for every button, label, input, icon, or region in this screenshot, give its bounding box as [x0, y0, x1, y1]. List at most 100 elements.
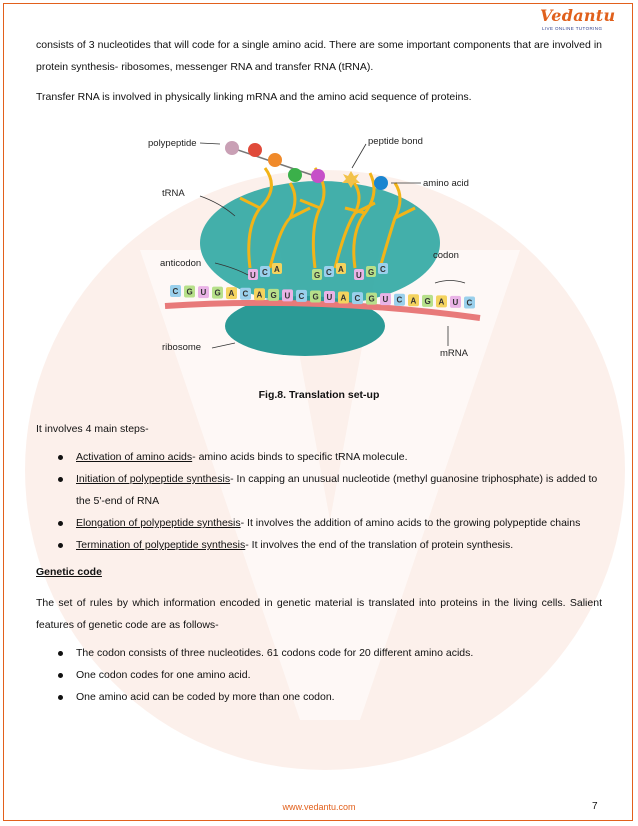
amino-acid-bead	[268, 153, 282, 167]
amino-acid-bead	[288, 168, 302, 182]
ribosome-large-subunit	[200, 181, 440, 305]
mrna-base-tile	[338, 291, 349, 304]
mrna-base-letter: A	[257, 290, 263, 299]
mrna-base-letter: G	[271, 291, 277, 300]
page-number: 7	[592, 801, 598, 812]
genetic-code-paragraph: The set of rules by which information en…	[36, 597, 602, 631]
mrna-base-tile	[310, 290, 321, 303]
label-amino-acid: amino acid	[423, 178, 469, 189]
genetic-code-item: One amino acid can be coded by more than…	[36, 686, 602, 708]
step-text: - amino acids binds to specific tRNA mol…	[192, 451, 408, 463]
label-polypeptide: polypeptide	[148, 138, 197, 149]
anticodon-base-tile	[272, 263, 282, 274]
step-item: Initiation of polypeptide synthesis- In …	[36, 468, 602, 490]
label-anticodon: anticodon	[160, 258, 201, 269]
mrna-base-tile	[408, 294, 419, 307]
mrna-base-letter: C	[355, 294, 361, 303]
mrna-base-letter: U	[327, 293, 333, 302]
trna-paragraph: Transfer RNA is involved in physically l…	[36, 91, 472, 103]
mrna-base-letter: C	[173, 287, 179, 296]
genetic-code-list: The codon consists of three nucleotides.…	[36, 642, 602, 708]
anticodon-base-letter: A	[338, 265, 344, 274]
genetic-code-item: The codon consists of three nucleotides.…	[36, 642, 602, 664]
amino-acid-bead	[374, 176, 388, 190]
genetic-code-heading: Genetic code	[36, 566, 102, 578]
anticodon-base-letter: G	[368, 268, 374, 277]
step-term: Termination of polypeptide synthesis	[76, 539, 246, 551]
step-text: the 5'-end of RNA	[76, 495, 160, 507]
amino-acid-bead	[248, 143, 262, 157]
figure-caption: Fig.8. Translation set-up	[258, 389, 380, 401]
mrna-base-letter: U	[201, 288, 207, 297]
anticodon-base-tile	[260, 266, 270, 277]
mrna-base-letter: G	[369, 295, 375, 304]
label-trna: tRNA	[162, 188, 185, 199]
ribosome-small-subunit	[225, 296, 385, 356]
step-term: Activation of amino acids	[76, 451, 193, 463]
genetic-code-text: The codon consists of three nucleotides.…	[76, 647, 474, 659]
mrna-base-tile	[464, 296, 475, 309]
trna-structures	[239, 167, 416, 269]
bullet-icon	[58, 455, 63, 460]
mrna-base-letter: A	[439, 297, 445, 306]
bullet-icon	[58, 651, 63, 656]
anticodon-base-letter: C	[380, 265, 386, 274]
mrna-base-letter: C	[299, 292, 305, 301]
mrna-base-tile	[450, 295, 461, 308]
mrna-base-tile	[296, 289, 307, 302]
step-item: Activation of amino acids- amino acids b…	[36, 446, 602, 468]
mrna-base-letter: G	[313, 292, 319, 301]
mrna-base-letter: U	[383, 295, 389, 304]
mrna-base-tile	[436, 295, 447, 308]
mrna-base-letter: G	[215, 289, 221, 298]
anticodon-base-tile	[336, 263, 346, 274]
anticodon-base-letter: U	[250, 271, 256, 280]
steps-intro: It involves 4 main steps-	[36, 423, 149, 435]
anticodon-base-letter: C	[326, 268, 332, 277]
peptide-bond-burst	[342, 171, 360, 188]
mrna-strand	[164, 299, 481, 321]
bullet-icon	[58, 695, 63, 700]
amino-acid-bead	[225, 141, 239, 155]
mrna-base-tile	[170, 285, 181, 297]
step-text: - It involves the addition of amino acid…	[240, 517, 581, 529]
label-ribosome: ribosome	[162, 342, 201, 353]
step-text: - In capping an unusual nucleotide (meth…	[230, 473, 598, 485]
mrna-base-tile	[324, 291, 335, 303]
intro-paragraph: consists of 3 nucleotides that will code…	[36, 39, 602, 73]
mrna-base-tile	[282, 289, 293, 302]
logo-tagline: LIVE ONLINE TUTORING	[542, 26, 603, 31]
mrna-base-tile	[366, 292, 377, 305]
mrna-base-letter: G	[187, 288, 193, 297]
anticodon-base-tile	[312, 269, 322, 280]
step-text: - It involves the end of the translation…	[245, 539, 514, 551]
mrna-base-tile	[184, 285, 195, 298]
mrna-base-tile	[394, 293, 405, 306]
mrna-base-letter: G	[425, 297, 431, 306]
anticodon-base-letter: A	[274, 265, 280, 274]
page-border	[3, 3, 633, 821]
footer-website-link[interactable]: www.vedantu.com	[282, 802, 356, 812]
mrna-base-tile	[198, 286, 209, 299]
amino-acid-bead	[311, 169, 325, 183]
mrna-base-letter: A	[341, 294, 347, 303]
anticodon-base-letter: C	[262, 268, 268, 277]
mrna-base-tile	[352, 292, 363, 305]
bullet-icon	[58, 477, 63, 482]
steps-list: Activation of amino acids- amino acids b…	[36, 446, 602, 556]
step-term: Elongation of polypeptide synthesis	[76, 517, 241, 529]
mrna-base-letter: C	[397, 296, 403, 305]
step-term: Initiation of polypeptide synthesis	[76, 473, 231, 485]
mrna-base-tile	[240, 287, 251, 300]
mrna-base-tile	[226, 287, 237, 300]
anticodon-base-tile	[378, 263, 388, 274]
label-peptide-bond: peptide bond	[368, 136, 423, 147]
mrna-base-letter: C	[243, 290, 249, 299]
anticodon-base-letter: U	[356, 271, 362, 280]
mrna-base-letter: A	[411, 296, 417, 305]
mrna-base-tile	[422, 294, 433, 307]
mrna-base-tile	[380, 293, 391, 306]
